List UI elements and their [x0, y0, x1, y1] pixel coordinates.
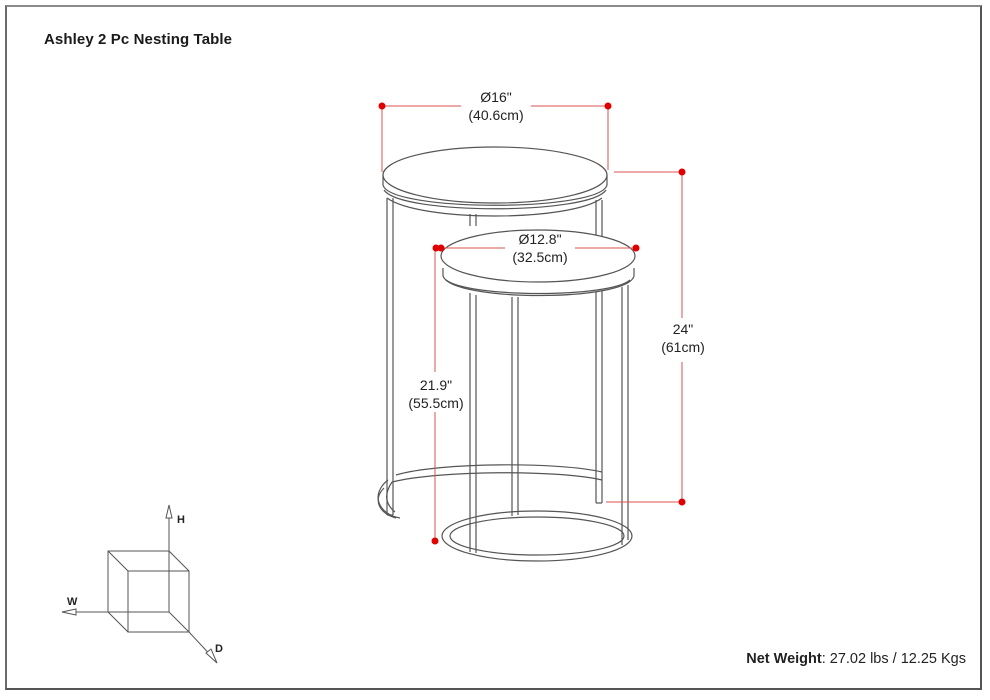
large-height-metric: (61cm) — [661, 339, 705, 355]
large-height-label: 24" (61cm) — [652, 320, 714, 356]
axis-width-label: W — [67, 596, 78, 608]
diagram-frame — [5, 5, 982, 690]
small-table — [440, 229, 636, 562]
net-weight-label: Net Weight — [746, 651, 822, 667]
dimension-lines — [381, 105, 683, 541]
product-title: Ashley 2 Pc Nesting Table — [44, 31, 233, 48]
axis-cube — [61, 504, 218, 664]
large-diameter-imperial: Ø16" — [480, 89, 512, 105]
large-diameter-label: Ø16" (40.6cm) — [461, 88, 531, 124]
net-weight: Net Weight: 27.02 lbs / 12.25 Kgs — [746, 651, 966, 667]
small-diameter-metric: (32.5cm) — [512, 249, 568, 265]
small-diameter-imperial: Ø12.8" — [518, 231, 562, 247]
net-weight-separator: : — [821, 651, 826, 667]
dimension-dots — [378, 102, 686, 545]
large-height-imperial: 24" — [672, 321, 694, 337]
small-height-label: 21.9" (55.5cm) — [402, 376, 470, 412]
axis-height-label: H — [177, 514, 185, 526]
large-table — [377, 146, 608, 519]
small-height-imperial: 21.9" — [419, 377, 453, 393]
net-weight-value: 27.02 lbs / 12.25 Kgs — [825, 651, 966, 667]
small-height-metric: (55.5cm) — [408, 395, 464, 411]
large-diameter-metric: (40.6cm) — [468, 107, 524, 123]
small-diameter-label: Ø12.8" (32.5cm) — [503, 230, 577, 266]
axis-depth-label: D — [215, 643, 223, 655]
